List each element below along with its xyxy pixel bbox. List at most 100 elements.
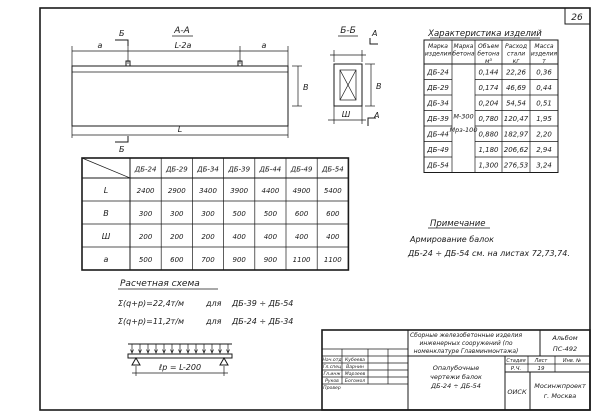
dims-cell: 300 bbox=[139, 210, 153, 218]
dim-a-right: а bbox=[262, 41, 267, 50]
dims-cell: 4400 bbox=[261, 187, 279, 195]
stamp-person-role: Нач.отд bbox=[322, 357, 341, 363]
note-line-1: Армирование балок bbox=[409, 235, 494, 244]
char-cell-mark: ДБ-24 bbox=[426, 69, 449, 77]
char-header: стали bbox=[507, 51, 525, 58]
char-cell-steel: 46,69 bbox=[506, 84, 527, 92]
cut-mark-b-top: Б bbox=[119, 29, 125, 38]
char-cell-mark: ДБ-34 bbox=[426, 100, 449, 108]
stamp-person-name: Кубеева bbox=[345, 357, 365, 363]
dims-header: ДБ-34 bbox=[196, 166, 219, 174]
stamp-person-role: Руков bbox=[325, 378, 339, 384]
char-frost-grade: Мрз-100 bbox=[450, 126, 478, 134]
dims-header: ДБ-44 bbox=[259, 166, 282, 174]
dims-header: ДБ-39 bbox=[227, 166, 250, 174]
scheme-title: Расчетная схема bbox=[120, 279, 200, 289]
char-cell-volume: 0,780 bbox=[478, 115, 499, 123]
page-number-box bbox=[564, 7, 591, 25]
stamp-top-line-1: Сборные железобетонные изделия bbox=[410, 332, 523, 339]
char-header: Марка bbox=[454, 43, 474, 50]
char-header: Марка bbox=[428, 43, 448, 50]
dims-cell: 4900 bbox=[293, 187, 311, 195]
dims-cell: 2400 bbox=[137, 187, 155, 195]
char-cell-volume: 0,204 bbox=[478, 100, 498, 108]
beam-elevation bbox=[71, 65, 289, 127]
stamp-desc-line-2: чертежи балок bbox=[430, 373, 482, 381]
dims-cell: 5400 bbox=[324, 187, 342, 195]
char-header: бетона bbox=[452, 51, 474, 58]
dims-header: ДБ-24 bbox=[134, 166, 157, 174]
characteristics-title: Характеристика изделий bbox=[427, 29, 542, 39]
stamp-org-line-1: Мосинжпроект bbox=[534, 382, 586, 390]
dims-header: ДБ-49 bbox=[290, 166, 313, 174]
dims-cell: 2900 bbox=[168, 187, 186, 195]
char-cell-mark: ДБ-44 bbox=[426, 131, 449, 139]
dims-cell: 500 bbox=[139, 256, 153, 264]
load-arrow bbox=[178, 349, 182, 354]
char-cell-mass: 0,44 bbox=[536, 84, 552, 92]
stamp-org-line-2: г. Москва bbox=[544, 392, 576, 400]
stamp-col-inv: Инв. № bbox=[563, 358, 581, 364]
dim-l: L bbox=[178, 125, 182, 134]
cut-line-b-bottom bbox=[115, 136, 129, 143]
dims-cell: 1100 bbox=[293, 256, 311, 264]
char-cell-volume: 0,174 bbox=[478, 84, 498, 92]
dims-cell: 500 bbox=[264, 210, 278, 218]
dims-cell: 500 bbox=[233, 210, 247, 218]
load-arrow bbox=[146, 349, 150, 354]
calculation-scheme: Расчетная схема Σ(q+p)=22,4т/м для ДБ-39… bbox=[118, 279, 293, 376]
section-aa-label: А-А bbox=[173, 26, 190, 36]
sheet-frame bbox=[39, 7, 591, 411]
load-arrow bbox=[202, 349, 206, 354]
stamp-col-sheet: Лист bbox=[534, 358, 549, 364]
char-concrete-grade: М-300 bbox=[453, 113, 473, 121]
char-cell-mark: ДБ-49 bbox=[426, 146, 449, 154]
char-cell-mark: ДБ-54 bbox=[426, 162, 449, 170]
dims-cell: 300 bbox=[201, 210, 215, 218]
stamp-desc-line-3: ДБ-24 ÷ ДБ-54 bbox=[430, 382, 481, 390]
dims-row-label: Ш bbox=[102, 232, 111, 241]
char-header: Объем bbox=[478, 43, 499, 50]
formula-1-lhs: Σ(q+p)=22,4т/м bbox=[118, 299, 184, 308]
stamp-person-role: Гл.спец bbox=[323, 364, 341, 370]
load-arrow bbox=[162, 349, 166, 354]
char-header: т bbox=[542, 58, 546, 65]
dims-cell: 700 bbox=[201, 256, 215, 264]
char-cell-mass: 2,94 bbox=[536, 146, 552, 154]
char-cell-steel: 206,62 bbox=[504, 146, 529, 154]
load-arrow bbox=[138, 349, 142, 354]
char-header: изделия bbox=[531, 51, 558, 58]
stamp-sheet-value: 19 bbox=[538, 366, 545, 372]
cut-mark-a-top: А bbox=[371, 29, 377, 38]
dims-cell: 600 bbox=[170, 256, 184, 264]
dims-row-label: L bbox=[104, 186, 108, 195]
char-cell-steel: 182,97 bbox=[504, 131, 529, 139]
char-header: м³ bbox=[485, 58, 493, 65]
load-arrows bbox=[130, 344, 230, 354]
dims-cell: 300 bbox=[170, 210, 184, 218]
section-bb-label: Б-Б bbox=[340, 26, 356, 36]
stamp-person-role: Провер bbox=[323, 385, 341, 391]
dims-cell: 600 bbox=[295, 210, 309, 218]
dims-cell: 400 bbox=[233, 233, 247, 241]
page-number: 26 bbox=[571, 13, 583, 23]
dims-header: ДБ-54 bbox=[321, 166, 344, 174]
char-cell-volume: 0,880 bbox=[478, 131, 499, 139]
lifting-loop-right bbox=[237, 60, 243, 66]
char-cell-volume: 1,180 bbox=[478, 146, 499, 154]
char-cell-steel: 120,47 bbox=[504, 115, 529, 123]
char-cell-volume: 0,144 bbox=[478, 69, 498, 77]
dims-cell: 600 bbox=[326, 210, 340, 218]
char-cell-steel: 22,26 bbox=[506, 69, 527, 77]
title-block: Сборные железобетонные изделия инженерны… bbox=[321, 329, 591, 411]
char-cell-mass: 0,51 bbox=[536, 100, 552, 108]
dims-cell: 1100 bbox=[324, 256, 342, 264]
load-arrow bbox=[218, 349, 222, 354]
dims-header: ДБ-29 bbox=[165, 166, 188, 174]
lifting-loop-left bbox=[125, 60, 131, 66]
dim-b-elevation: В bbox=[303, 83, 309, 92]
stamp-desc-line-1: Опалубочные bbox=[433, 364, 480, 372]
char-header: Масса bbox=[534, 43, 553, 50]
